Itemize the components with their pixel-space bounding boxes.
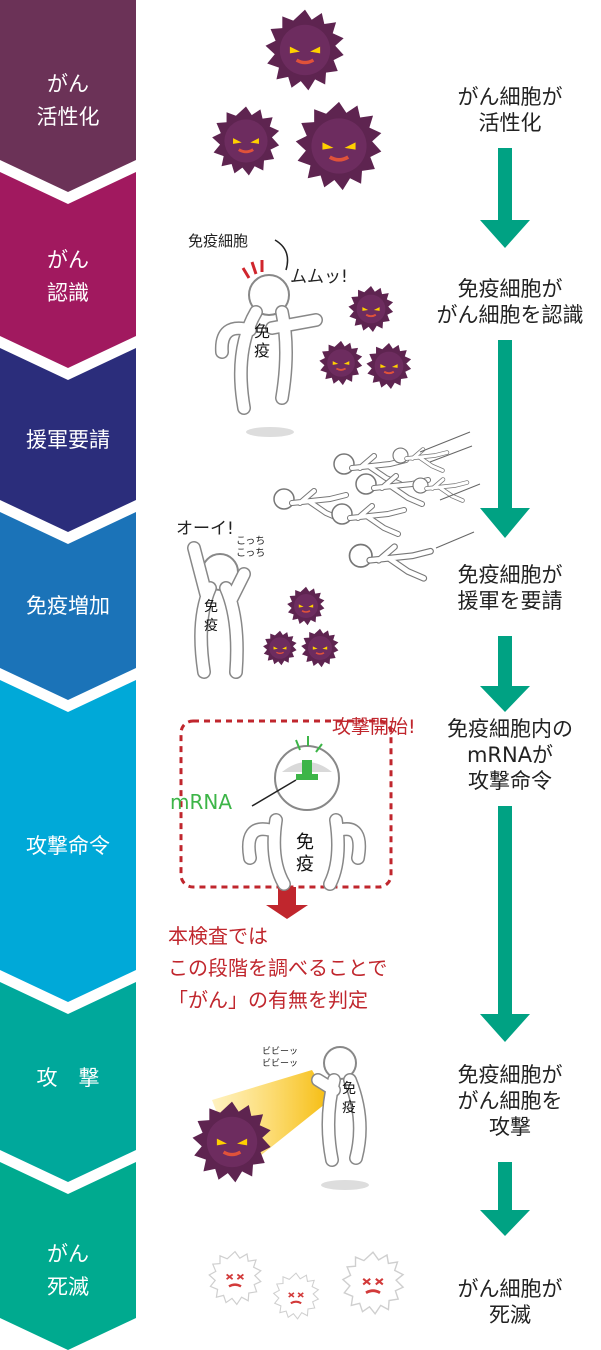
exclamation-mumu: ムムッ! (290, 267, 348, 287)
chevron-step-1 (0, 0, 136, 192)
illustration-attack (190, 1046, 369, 1190)
step-label-immune-increase: 免疫増加 (26, 594, 110, 618)
illustration-recognition (214, 239, 413, 437)
attack-start-label: 攻撃開始! (332, 716, 416, 738)
illustration-reinforcements (274, 431, 481, 578)
chevron-step-3 (0, 348, 136, 532)
chevron-step-5 (0, 680, 136, 1002)
flow-arrow-2 (480, 340, 530, 538)
immune-body-label-2: 免 疫 (204, 599, 218, 634)
test-stage-note: 本検査では この段階を調べることで 「がん」の有無を判定 (168, 924, 388, 1012)
flow-arrow-5 (480, 1162, 530, 1236)
chevron-step-7 (0, 1162, 136, 1350)
chevron-step-4 (0, 512, 136, 700)
illustration-calling (187, 541, 340, 679)
mrna-label: mRNA (170, 790, 233, 814)
immune-body-label-4: 免 疫 (342, 1081, 356, 1116)
highlight-frame (179, 719, 393, 889)
immune-body-label-3: 免 疫 (296, 832, 314, 875)
immune-body-label-1: 免 疫 (254, 322, 271, 360)
illustration-dead-cells (207, 1248, 405, 1320)
step-label-recognition: がん 認識 (47, 248, 89, 305)
chevron-step-2 (0, 172, 136, 368)
bibi-sound-text: ビビーッ ビビーッ (262, 1047, 299, 1069)
flow-arrow-3 (480, 636, 530, 712)
step-desc-attack: 免疫細胞が がん細胞を 攻撃 (457, 1063, 563, 1139)
step-desc-reinforcement: 免疫細胞が 援軍を要請 (457, 563, 563, 613)
immune-cell-callout: 免疫細胞 (188, 232, 249, 250)
step-chevrons (0, 0, 136, 1350)
step-label-cancer-death: がん 死滅 (47, 1242, 89, 1299)
step-desc-activation: がん細胞が 活性化 (457, 85, 563, 135)
highlight-pointer (266, 887, 308, 919)
flow-arrows (480, 148, 530, 1236)
step-desc-attack-command: 免疫細胞内の mRNAが 攻撃命令 (447, 717, 573, 793)
chevron-step-6 (0, 982, 136, 1182)
illustration-attack-command (179, 719, 393, 919)
illustration-activated-cancer-cells (210, 8, 384, 192)
step-desc-cancer-death: がん細胞が 死滅 (457, 1277, 563, 1327)
kocchi-text: こっち こっち (236, 536, 266, 559)
exclamation-oi: オーイ! (176, 519, 234, 539)
flow-arrow-1 (480, 148, 530, 248)
step-label-attack-command: 攻撃命令 (26, 834, 110, 858)
step-label-reinforcement: 援軍要請 (26, 428, 110, 452)
step-label-attack: 攻 撃 (36, 1066, 100, 1090)
step-desc-recognition: 免疫細胞が がん細胞を認識 (436, 277, 584, 327)
flow-arrow-4 (480, 806, 530, 1042)
step-label-activation: がん 活性化 (36, 72, 100, 129)
